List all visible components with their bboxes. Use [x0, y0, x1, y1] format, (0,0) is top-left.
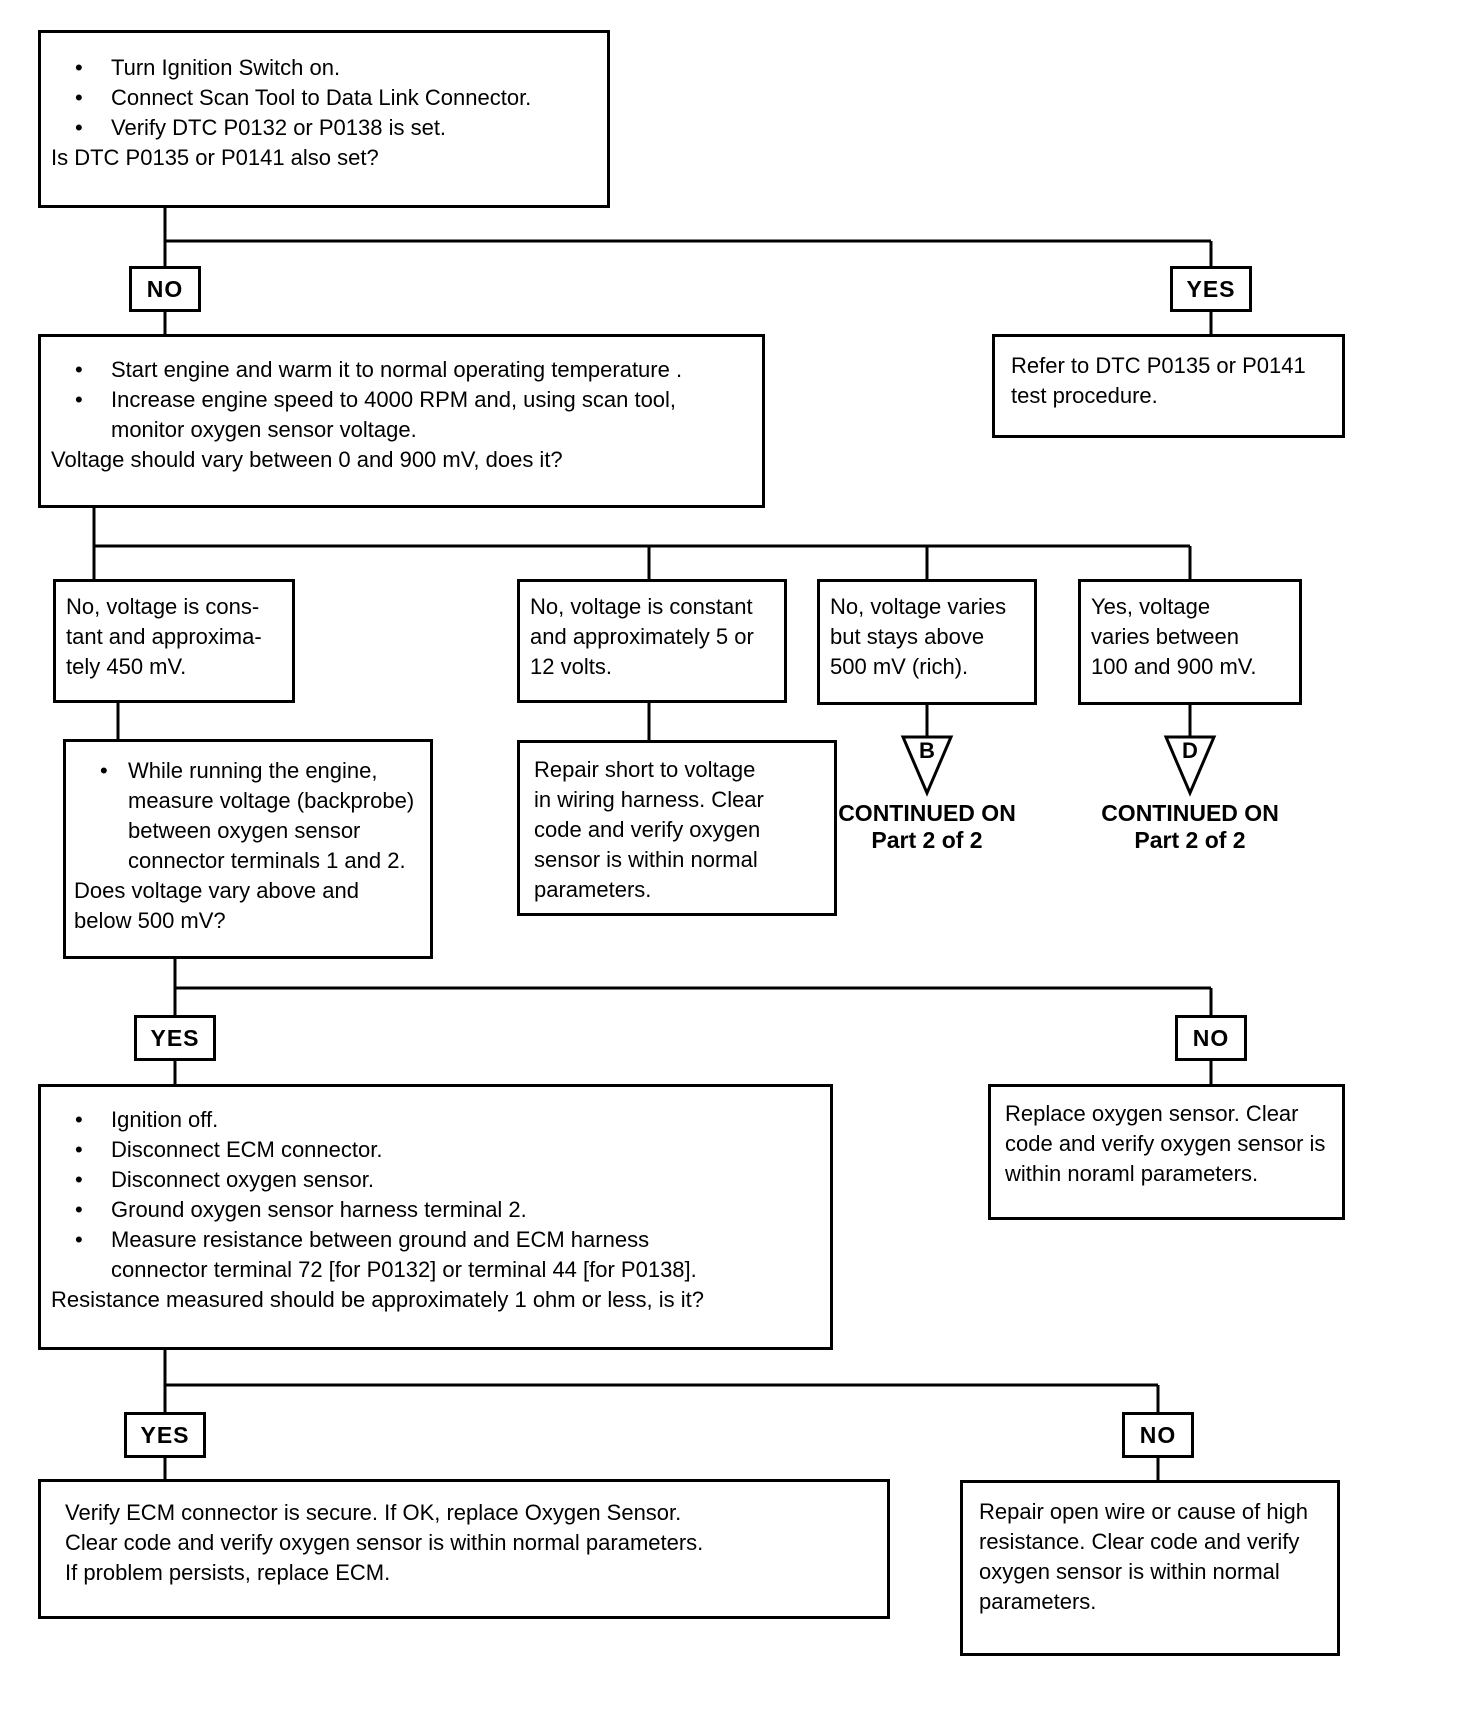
branch-label-yes-2: YES — [134, 1015, 216, 1061]
continued-line2: Part 2 of 2 — [1134, 827, 1246, 853]
action-box-verify-ecm: Verify ECM connector is secure. If OK, r… — [38, 1479, 890, 1619]
connector-path — [92, 208, 1213, 1480]
off-page-triangle-d — [1163, 735, 1217, 797]
bullet-text: Start engine and warm it to normal opera… — [111, 357, 683, 382]
bullet-text: Disconnect oxygen sensor. — [111, 1167, 374, 1192]
bullet-icon: • — [75, 1107, 83, 1132]
continued-note-b: CONTINUED ON Part 2 of 2 — [797, 800, 1057, 854]
bullet-icon: • — [75, 115, 83, 140]
condition-box-constant-5-12: No, voltage is constant and approximatel… — [517, 579, 787, 703]
bullet-icon: • — [75, 1227, 83, 1252]
bullet-item: • Disconnect ECM connector. — [69, 1135, 818, 1165]
continued-line2: Part 2 of 2 — [871, 827, 983, 853]
branch-label-no-2: NO — [1175, 1015, 1247, 1061]
bullet-text: Ground oxygen sensor harness terminal 2. — [111, 1197, 527, 1222]
branch-label-yes-1: YES — [1170, 266, 1252, 312]
branch-label-no-3: NO — [1122, 1412, 1194, 1458]
bullet-text: Increase engine speed to 4000 RPM and, u… — [111, 387, 677, 442]
branch-label-yes-3: YES — [124, 1412, 206, 1458]
bullet-icon: • — [75, 85, 83, 110]
bullet-text: While running the engine, measure voltag… — [128, 758, 415, 873]
step-box-resistance-test: • Ignition off. • Disconnect ECM connect… — [38, 1084, 833, 1350]
bullet-icon: • — [75, 387, 83, 412]
bullet-item: • Ignition off. — [69, 1105, 818, 1135]
bullet-icon: • — [75, 1197, 83, 1222]
action-box-replace-sensor: Replace oxygen sensor. Clear code and ve… — [988, 1084, 1345, 1220]
bullet-text: Measure resistance between ground and EC… — [111, 1227, 697, 1282]
off-page-connector-b-label: B — [919, 738, 935, 763]
bullet-text: Ignition off. — [111, 1107, 219, 1132]
condition-box-varies: Yes, voltage varies between 100 and 900 … — [1078, 579, 1302, 705]
bullet-icon: • — [75, 55, 83, 80]
bullet-text: Verify DTC P0132 or P0138 is set. — [111, 115, 447, 140]
bullet-item: • Verify DTC P0132 or P0138 is set. — [69, 113, 595, 143]
action-box-refer: Refer to DTC P0135 or P0141 test procedu… — [992, 334, 1345, 438]
bullet-item: • Ground oxygen sensor harness terminal … — [69, 1195, 818, 1225]
bullet-item: • Increase engine speed to 4000 RPM and,… — [69, 385, 750, 445]
bullet-item: • Disconnect oxygen sensor. — [69, 1165, 818, 1195]
condition-box-constant-450: No, voltage is cons- tant and approxima-… — [53, 579, 295, 703]
bullet-item: • Measure resistance between ground and … — [69, 1225, 818, 1285]
step-box-backprobe-test: • While running the engine, measure volt… — [63, 739, 433, 959]
continued-note-d: CONTINUED ON Part 2 of 2 — [1060, 800, 1320, 854]
bullet-item: • While running the engine, measure volt… — [100, 756, 426, 876]
bullet-text: Connect Scan Tool to Data Link Connector… — [111, 85, 532, 110]
off-page-connector-d-label: D — [1182, 738, 1198, 763]
bullet-item: • Start engine and warm it to normal ope… — [69, 355, 750, 385]
bullet-icon: • — [75, 1137, 83, 1162]
bullet-icon: • — [100, 758, 108, 783]
continued-line1: CONTINUED ON — [1101, 800, 1279, 826]
question-text: Is DTC P0135 or P0141 also set? — [51, 145, 379, 170]
question-text: Voltage should vary between 0 and 900 mV… — [51, 447, 563, 472]
question-text: Does voltage vary above and below 500 mV… — [74, 878, 359, 933]
step-box-start: • Turn Ignition Switch on. • Connect Sca… — [38, 30, 610, 208]
bullet-item: • Turn Ignition Switch on. — [69, 53, 595, 83]
bullet-text: Disconnect ECM connector. — [111, 1137, 383, 1162]
action-box-repair-short: Repair short to voltage in wiring harnes… — [517, 740, 837, 916]
branch-label-no-1: NO — [129, 266, 201, 312]
off-page-triangle-b — [900, 735, 954, 797]
continued-line1: CONTINUED ON — [838, 800, 1016, 826]
bullet-icon: • — [75, 1167, 83, 1192]
condition-box-rich: No, voltage varies but stays above 500 m… — [817, 579, 1037, 705]
bullet-item: • Connect Scan Tool to Data Link Connect… — [69, 83, 595, 113]
question-text: Resistance measured should be approximat… — [51, 1287, 704, 1312]
bullet-text: Turn Ignition Switch on. — [111, 55, 341, 80]
step-box-engine-test: • Start engine and warm it to normal ope… — [38, 334, 765, 508]
action-box-repair-open: Repair open wire or cause of high resist… — [960, 1480, 1340, 1656]
bullet-icon: • — [75, 357, 83, 382]
